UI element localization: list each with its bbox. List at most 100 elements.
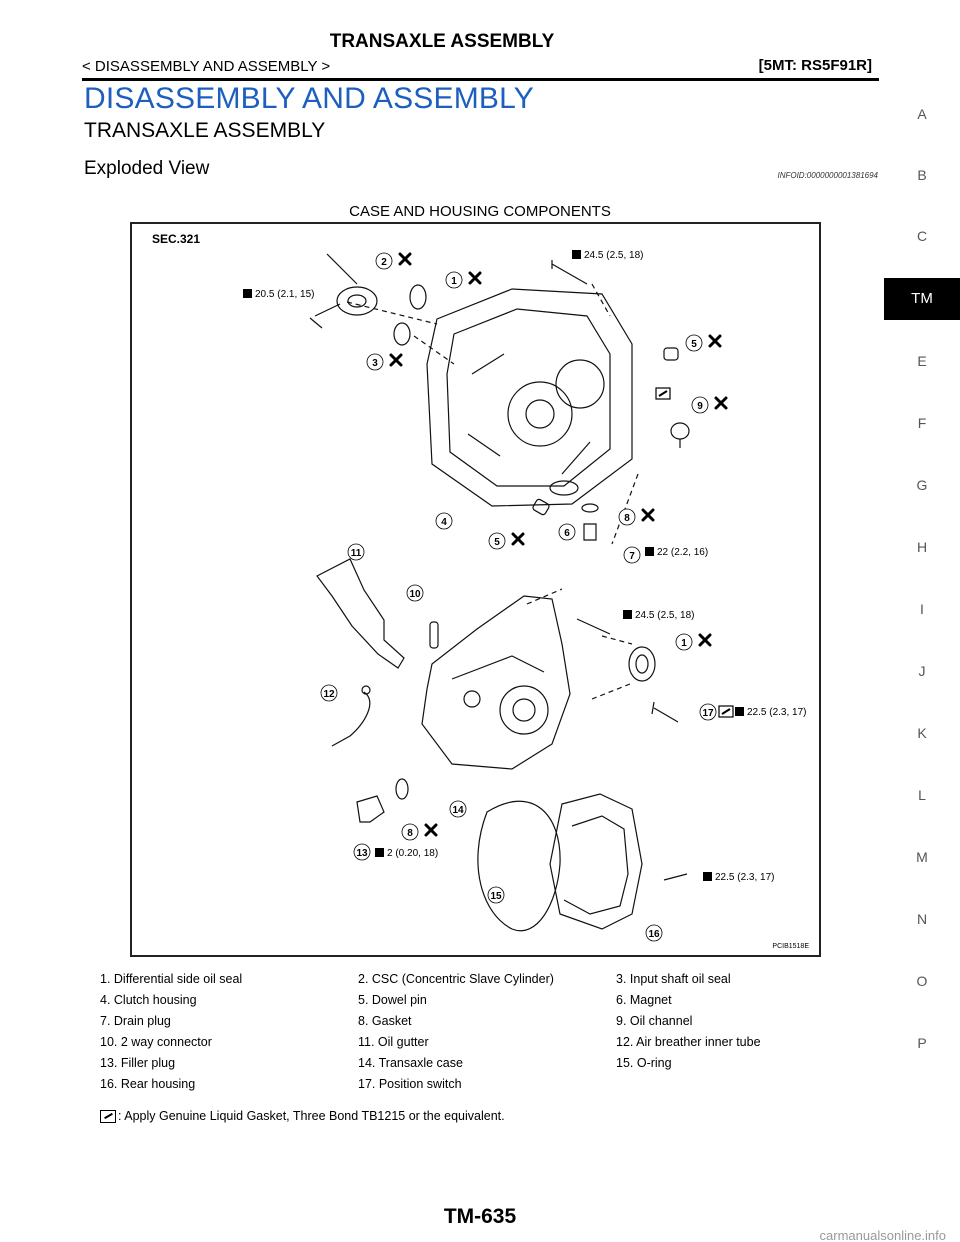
- svg-text:1: 1: [451, 276, 457, 287]
- legend-item: 6. Magnet: [616, 993, 672, 1007]
- legend-item: 11. Oil gutter: [358, 1035, 429, 1049]
- torque-label-5: 22.5 (2.3, 17): [747, 707, 806, 718]
- svg-text:10: 10: [409, 589, 421, 600]
- parts-legend: 1. Differential side oil seal 2. CSC (Co…: [100, 972, 880, 1098]
- svg-text:12: 12: [323, 689, 335, 700]
- watermark: carmanualsonline.info: [819, 1228, 946, 1242]
- torque-label-2: 24.5 (2.5, 18): [584, 250, 643, 261]
- subsection-title: TRANSAXLE ASSEMBLY: [84, 119, 326, 142]
- svg-text:7: 7: [629, 551, 635, 562]
- callout-4: 4: [435, 512, 453, 530]
- callout-7: 7: [623, 546, 641, 564]
- callout-6: 6: [558, 523, 576, 541]
- callout-3: 3: [366, 353, 384, 371]
- tab-p[interactable]: P: [917, 1035, 927, 1051]
- svg-text:5: 5: [691, 339, 697, 350]
- legend-item: 1. Differential side oil seal: [100, 972, 243, 986]
- tab-f[interactable]: F: [917, 415, 927, 431]
- legend-item: 10. 2 way connector: [100, 1035, 212, 1049]
- subsubsection-title: Exploded View: [84, 158, 210, 179]
- svg-text:2: 2: [381, 257, 387, 268]
- section-title: DISASSEMBLY AND ASSEMBLY: [84, 82, 534, 115]
- callout-10: 10: [406, 584, 424, 602]
- tab-c[interactable]: C: [916, 228, 928, 244]
- section-index-tabs: A B C TM E F G H I J K L M N O P: [884, 0, 960, 1242]
- legend-row: 4. Clutch housing 5. Dowel pin 6. Magnet: [100, 993, 880, 1014]
- callout-5-top: 5: [685, 334, 703, 352]
- page-header-title: TRANSAXLE ASSEMBLY: [329, 31, 555, 52]
- header-rule: [82, 78, 879, 81]
- tab-a[interactable]: A: [917, 106, 927, 122]
- legend-item: 4. Clutch housing: [100, 993, 197, 1007]
- legend-row: 1. Differential side oil seal 2. CSC (Co…: [100, 972, 880, 993]
- callout-13: 13: [353, 843, 371, 861]
- tab-tm[interactable]: TM: [884, 278, 960, 320]
- legend-row: 16. Rear housing 17. Position switch: [100, 1077, 880, 1098]
- callout-8-bottom: 8: [401, 823, 419, 841]
- tab-o[interactable]: O: [916, 973, 928, 989]
- legend-row: 7. Drain plug 8. Gasket 9. Oil channel: [100, 1014, 880, 1035]
- legend-item: 7. Drain plug: [100, 1014, 171, 1028]
- model-code: [5MT: RS5F91R]: [758, 57, 872, 74]
- svg-text:9: 9: [697, 401, 703, 412]
- legend-row: 13. Filler plug 14. Transaxle case 15. O…: [100, 1056, 880, 1077]
- callout-1-top: 1: [445, 271, 463, 289]
- legend-item: 8. Gasket: [358, 1014, 412, 1028]
- legend-row: 10. 2 way connector 11. Oil gutter 12. A…: [100, 1035, 880, 1056]
- svg-text:4: 4: [441, 517, 447, 528]
- exploded-view-drawing: 2 1 3 5 9 4 5 6 8 7 11 10 1 12 17 14 8 1…: [243, 250, 806, 942]
- legend-item: 2. CSC (Concentric Slave Cylinder): [358, 972, 554, 986]
- callout-12: 12: [320, 684, 338, 702]
- svg-text:1: 1: [681, 638, 687, 649]
- tab-h[interactable]: H: [916, 539, 928, 555]
- svg-text:17: 17: [702, 708, 714, 719]
- svg-text:8: 8: [624, 513, 630, 524]
- tab-e[interactable]: E: [917, 353, 927, 369]
- callout-5-bottom: 5: [488, 532, 506, 550]
- torque-label-6: 2 (0.20, 18): [387, 848, 438, 859]
- svg-text:16: 16: [648, 929, 660, 940]
- tab-k[interactable]: K: [917, 725, 927, 741]
- torque-label-4: 24.5 (2.5, 18): [635, 610, 694, 621]
- breadcrumb: < DISASSEMBLY AND ASSEMBLY >: [82, 58, 331, 75]
- legend-item: 3. Input shaft oil seal: [616, 972, 731, 986]
- legend-item: 5. Dowel pin: [358, 993, 427, 1007]
- figure-caption: CASE AND HOUSING COMPONENTS: [349, 203, 611, 220]
- legend-item: 14. Transaxle case: [358, 1056, 463, 1070]
- svg-text:14: 14: [452, 805, 464, 816]
- legend-item: 13. Filler plug: [100, 1056, 176, 1070]
- callout-8-top: 8: [618, 508, 636, 526]
- torque-label-3: 22 (2.2, 16): [657, 547, 708, 558]
- tab-g[interactable]: G: [916, 477, 928, 493]
- exploded-view-figure: SEC.321: [130, 222, 821, 957]
- callout-14: 14: [449, 800, 467, 818]
- legend-item: 17. Position switch: [358, 1077, 462, 1091]
- legend-item: 16. Rear housing: [100, 1077, 196, 1091]
- legend-item: [616, 1077, 874, 1098]
- svg-text:11: 11: [351, 548, 362, 559]
- torque-label-7: 22.5 (2.3, 17): [715, 872, 774, 883]
- tab-j[interactable]: J: [918, 663, 926, 679]
- tab-l[interactable]: L: [918, 787, 926, 803]
- callout-2: 2: [375, 252, 393, 270]
- page-number: TM-635: [443, 1205, 517, 1228]
- callout-17: 17: [699, 703, 717, 721]
- callout-9: 9: [691, 396, 709, 414]
- gasket-note-text: : Apply Genuine Liquid Gasket, Three Bon…: [118, 1109, 505, 1123]
- tab-n[interactable]: N: [916, 911, 928, 927]
- tab-b[interactable]: B: [917, 167, 927, 183]
- svg-text:13: 13: [356, 848, 368, 859]
- torque-label-1: 20.5 (2.1, 15): [255, 289, 314, 300]
- tab-m[interactable]: M: [916, 849, 928, 865]
- info-id: INFOID:0000000001381694: [777, 171, 878, 180]
- svg-text:5: 5: [494, 537, 500, 548]
- svg-text:15: 15: [490, 891, 502, 902]
- gasket-icon: [100, 1109, 116, 1123]
- gasket-note: : Apply Genuine Liquid Gasket, Three Bon…: [100, 1109, 505, 1123]
- sec-number: SEC.321: [152, 232, 201, 246]
- tab-i[interactable]: I: [920, 601, 924, 617]
- svg-text:6: 6: [564, 528, 570, 539]
- svg-text:8: 8: [407, 828, 413, 839]
- svg-text:3: 3: [372, 358, 378, 369]
- callout-16: 16: [645, 924, 663, 942]
